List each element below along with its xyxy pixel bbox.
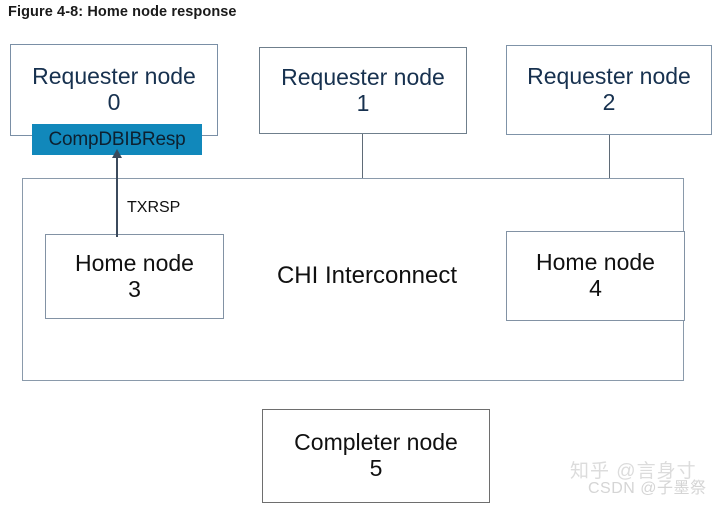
home-node-4-title: Home node [536, 249, 655, 276]
requester-node-0-title: Requester node [32, 63, 196, 90]
requester-node-1[interactable]: Requester node 1 [259, 47, 467, 134]
home-node-3-id: 3 [128, 275, 141, 302]
chi-interconnect-label: CHI Interconnect [276, 262, 458, 289]
connector-requester-node-1 [362, 134, 364, 179]
requester-node-1-id: 1 [356, 89, 370, 116]
txrsp-arrow-shaft [116, 155, 118, 237]
requester-node-0[interactable]: Requester node 0 [10, 44, 218, 136]
figure-caption: Figure 4-8: Home node response [8, 4, 237, 20]
requester-node-1-title: Requester node [281, 63, 445, 90]
requester-node-2-title: Requester node [527, 63, 691, 90]
requester-node-2[interactable]: Requester node 2 [506, 45, 712, 135]
home-node-3-title: Home node [75, 249, 194, 276]
completer-node-5-title: Completer node [294, 429, 458, 456]
connector-requester-node-2 [609, 135, 611, 179]
watermark-csdn: CSDN @子墨祭 [588, 480, 707, 497]
txrsp-arrow-head-icon [111, 149, 122, 158]
home-node-4-id: 4 [589, 275, 602, 301]
completer-node-5[interactable]: Completer node 5 [262, 409, 490, 503]
completer-node-5-id: 5 [369, 455, 383, 481]
requester-node-2-id: 2 [602, 89, 616, 115]
txrsp-label: TXRSP [127, 199, 181, 216]
requester-node-0-id: 0 [107, 89, 121, 115]
home-node-4[interactable]: Home node 4 [506, 231, 685, 321]
watermark-zhihu: 知乎 @言身寸 [570, 461, 697, 482]
home-node-3[interactable]: Home node 3 [45, 234, 224, 319]
